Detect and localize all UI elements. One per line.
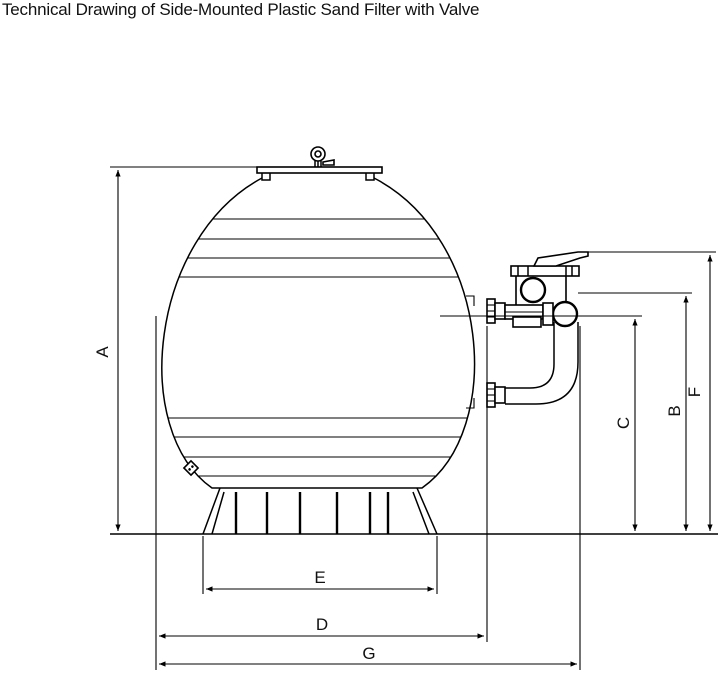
side-ports: [486, 298, 579, 408]
label-d: D: [316, 615, 328, 634]
label-a: A: [93, 346, 112, 358]
label-b: B: [665, 405, 684, 416]
tank-body: [161, 177, 476, 489]
dimension-f: F: [588, 251, 716, 531]
label-f: F: [685, 387, 704, 397]
tank-base: [202, 487, 438, 535]
tank-lid: [256, 146, 383, 181]
dimension-g: G: [159, 326, 581, 670]
label-e: E: [314, 568, 325, 587]
tank-bands: [161, 218, 475, 477]
dimension-e: E: [202, 536, 438, 594]
lid-handle: [310, 146, 335, 167]
page-title: Technical Drawing of Side-Mounted Plasti…: [2, 0, 480, 19]
label-c: C: [614, 417, 633, 429]
multiport-valve: [504, 251, 589, 328]
dimension-b: B: [578, 292, 692, 531]
dimension-a: A: [93, 166, 258, 531]
dimension-d: D: [155, 316, 488, 670]
dimension-c: C: [440, 315, 642, 531]
label-g: G: [362, 644, 375, 663]
drain-plug: [182, 459, 200, 477]
